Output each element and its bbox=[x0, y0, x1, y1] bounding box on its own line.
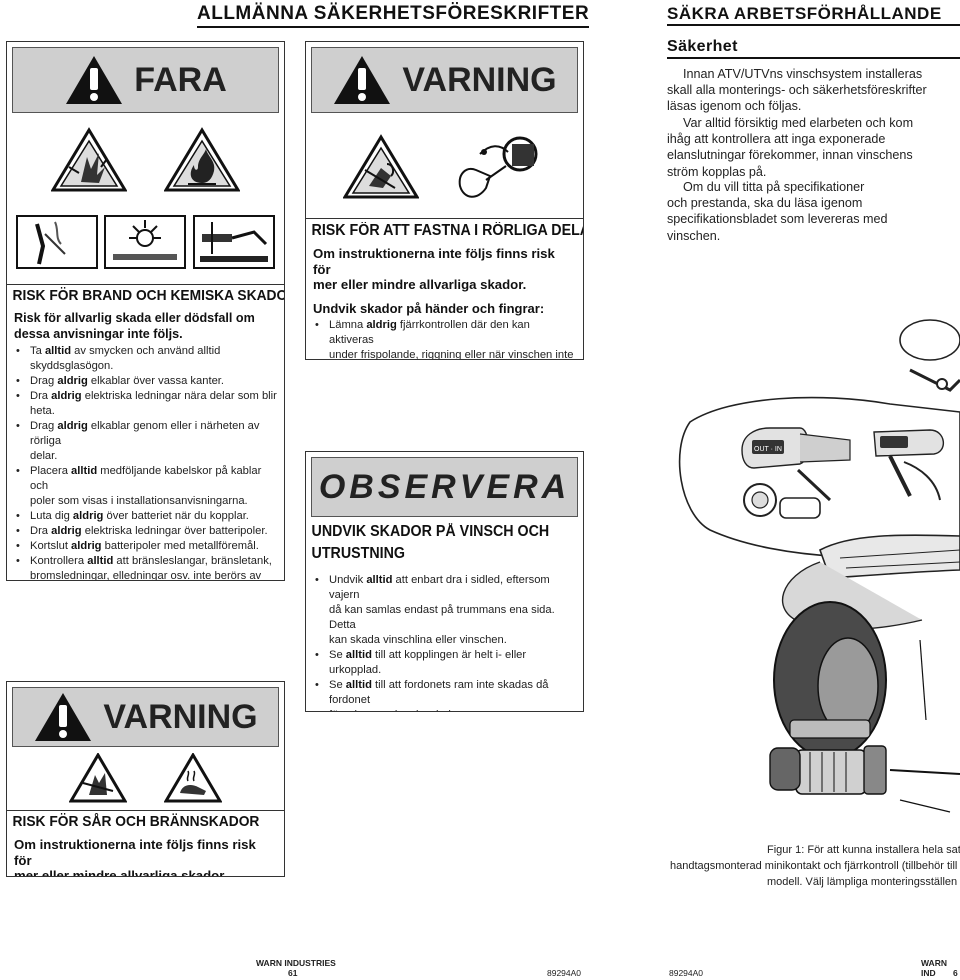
danger-triangle-icon bbox=[66, 56, 123, 104]
winch-illustration bbox=[769, 719, 960, 795]
list-item: Se alltid till att kopplingen är helt i-… bbox=[314, 648, 577, 678]
list-item: Se alltid till att fordonets ram inte sk… bbox=[314, 678, 577, 708]
observera-banner-text: OBSERVERA bbox=[318, 467, 571, 506]
warning-triangle-icon-2 bbox=[35, 693, 92, 741]
figure-caption-line-2: handtagsmonterad minikontakt och fjärrko… bbox=[670, 860, 960, 872]
list-item: delar. bbox=[30, 450, 58, 462]
varning-banner-2: VARNING bbox=[12, 687, 279, 747]
fara-banner: FARA bbox=[12, 47, 279, 113]
list-item: Drag aldrig elkablar genom eller i närhe… bbox=[15, 419, 278, 449]
connector-plug bbox=[743, 483, 821, 519]
entanglement-risk-title: RISK FÖR ATT FASTNA I RÖRLIGA DELAR bbox=[311, 222, 584, 239]
observera-title: UNDVIK SKADOR PÅ VINSCH OCH UTRUSTNING bbox=[311, 523, 550, 562]
entanglement-subtitle: Om instruktionerna inte följs finns risk… bbox=[313, 246, 555, 292]
atv-front-tire bbox=[773, 601, 887, 759]
entanglement-bullet-list: Lämna aldrig fjärrkontrollen där den kan… bbox=[306, 318, 583, 360]
varning-banner-text-2: VARNING bbox=[103, 697, 258, 736]
cable-short-icon bbox=[192, 215, 275, 269]
handlebar-switch-right bbox=[873, 429, 944, 501]
fara-warning-box: FARA bbox=[6, 41, 285, 581]
fara-bullet-list: Ta alltid av smycken och använd alltidsk… bbox=[7, 344, 284, 581]
remote-control bbox=[899, 319, 960, 392]
fara-banner-text: FARA bbox=[134, 60, 227, 99]
varning-cut-burn-box: VARNING RISK FÖR SÅR OCH BRÄNNSKADOR Om … bbox=[6, 681, 285, 877]
spark-cable-icon bbox=[104, 215, 187, 269]
footer-right-company: WARN IND bbox=[921, 958, 947, 978]
fara-subtitle: Risk för allvarlig skada eller dödsfall … bbox=[14, 311, 255, 341]
list-item: Kontrollera alltid att bränsleslangar, b… bbox=[15, 554, 278, 569]
figure-caption-line-1: Figur 1: För att kunna installera hela s… bbox=[767, 844, 960, 856]
switch-label-1: OUT · IN bbox=[754, 446, 782, 453]
hand-burn-icon bbox=[163, 753, 222, 803]
footer-left-page: 61 bbox=[288, 968, 298, 978]
right-page-header: SÄKRA ARBETSFÖRHÅLLANDE bbox=[667, 4, 960, 26]
list-item: heta. bbox=[30, 405, 55, 417]
footer-right-page: 6 bbox=[953, 968, 958, 978]
hand-cut-icon bbox=[69, 753, 128, 803]
cut-burn-risk-title: RISK FÖR SÅR OCH BRÄNNSKADOR bbox=[12, 813, 260, 830]
list-item: då kan samlas endast på trummans ena sid… bbox=[329, 604, 555, 631]
fara-risk-title: RISK FÖR BRAND OCH KEMISKA SKADOR bbox=[12, 287, 285, 304]
list-item: Luta dig aldrig över batteriet när du ko… bbox=[15, 509, 278, 524]
safety-heading: Säkerhet bbox=[667, 38, 960, 59]
hand-remote-icon bbox=[458, 136, 538, 198]
list-item: Lämna aldrig fjärrkontrollen där den kan… bbox=[314, 318, 577, 348]
list-item: poler som visas i installationsanvisning… bbox=[30, 495, 248, 507]
fire-icon bbox=[163, 127, 240, 192]
list-item: Drag aldrig elkablar över vassa kanter. bbox=[15, 374, 278, 389]
list-item: kan skada vinschlina eller vinschen. bbox=[329, 634, 507, 646]
list-item: Ta alltid av smycken och använd alltid bbox=[15, 344, 278, 359]
list-item: Undvik alltid att enbart dra i sidled, e… bbox=[314, 573, 577, 603]
list-item: förankras under vinschning. bbox=[314, 708, 577, 711]
list-item: Dra aldrig elektriska ledningar över bat… bbox=[15, 524, 278, 539]
hand-injury-subheading: Undvik skador på händer och fingrar: bbox=[313, 300, 545, 316]
atv-winch-figure: OUT · IN bbox=[678, 319, 960, 813]
safety-paragraph-3: Om du vill titta på specifikationer och … bbox=[667, 180, 888, 243]
list-item: Placera alltid medföljande kabelskor på … bbox=[15, 464, 278, 494]
safety-paragraph-1: Innan ATV/UTVns vinschsystem installeras… bbox=[667, 67, 927, 114]
list-item: Kortslut aldrig batteripoler med metallf… bbox=[15, 539, 278, 554]
list-item: skyddsglasögon. bbox=[30, 360, 114, 372]
hand-entanglement-icon bbox=[343, 134, 420, 199]
warning-triangle-icon bbox=[334, 56, 391, 104]
battery-burn-icon bbox=[16, 215, 99, 269]
explosion-icon bbox=[51, 127, 128, 192]
left-page-header: ALLMÄNNA SÄKERHETSFÖRESKRIFTER bbox=[197, 3, 590, 28]
observera-banner: OBSERVERA bbox=[311, 457, 578, 517]
handlebar-switch-left: OUT · IN bbox=[741, 427, 851, 502]
figure-caption-line-3: modell. Välj lämpliga monteringsställen … bbox=[767, 876, 960, 888]
cut-burn-subtitle: Om instruktionerna inte följs finns risk… bbox=[14, 837, 256, 877]
varning-banner-text-1: VARNING bbox=[402, 60, 557, 99]
varning-entanglement-box: VARNING RISK FÖR ATT FASTNA I RÖRLIGA DE… bbox=[305, 41, 584, 360]
safety-paragraph-2: Var alltid försiktig med elarbeten och k… bbox=[667, 116, 914, 179]
list-item: under frispolande, riggning eller när vi… bbox=[329, 349, 574, 360]
observera-bullet-list: Undvik alltid att enbart dra i sidled, e… bbox=[306, 573, 583, 711]
footer-left-company: WARN INDUSTRIES bbox=[256, 958, 336, 968]
footer-left-code: 89294A0 bbox=[547, 968, 582, 978]
list-item: bromsledningar, elledningar osv. inte be… bbox=[30, 570, 262, 581]
footer-right-code: 89294A0 bbox=[669, 968, 704, 978]
varning-banner-1: VARNING bbox=[311, 47, 578, 113]
observera-box: OBSERVERA UNDVIK SKADOR PÅ VINSCH OCH UT… bbox=[305, 451, 584, 712]
list-item: Dra aldrig elektriska ledningar nära del… bbox=[15, 389, 278, 404]
